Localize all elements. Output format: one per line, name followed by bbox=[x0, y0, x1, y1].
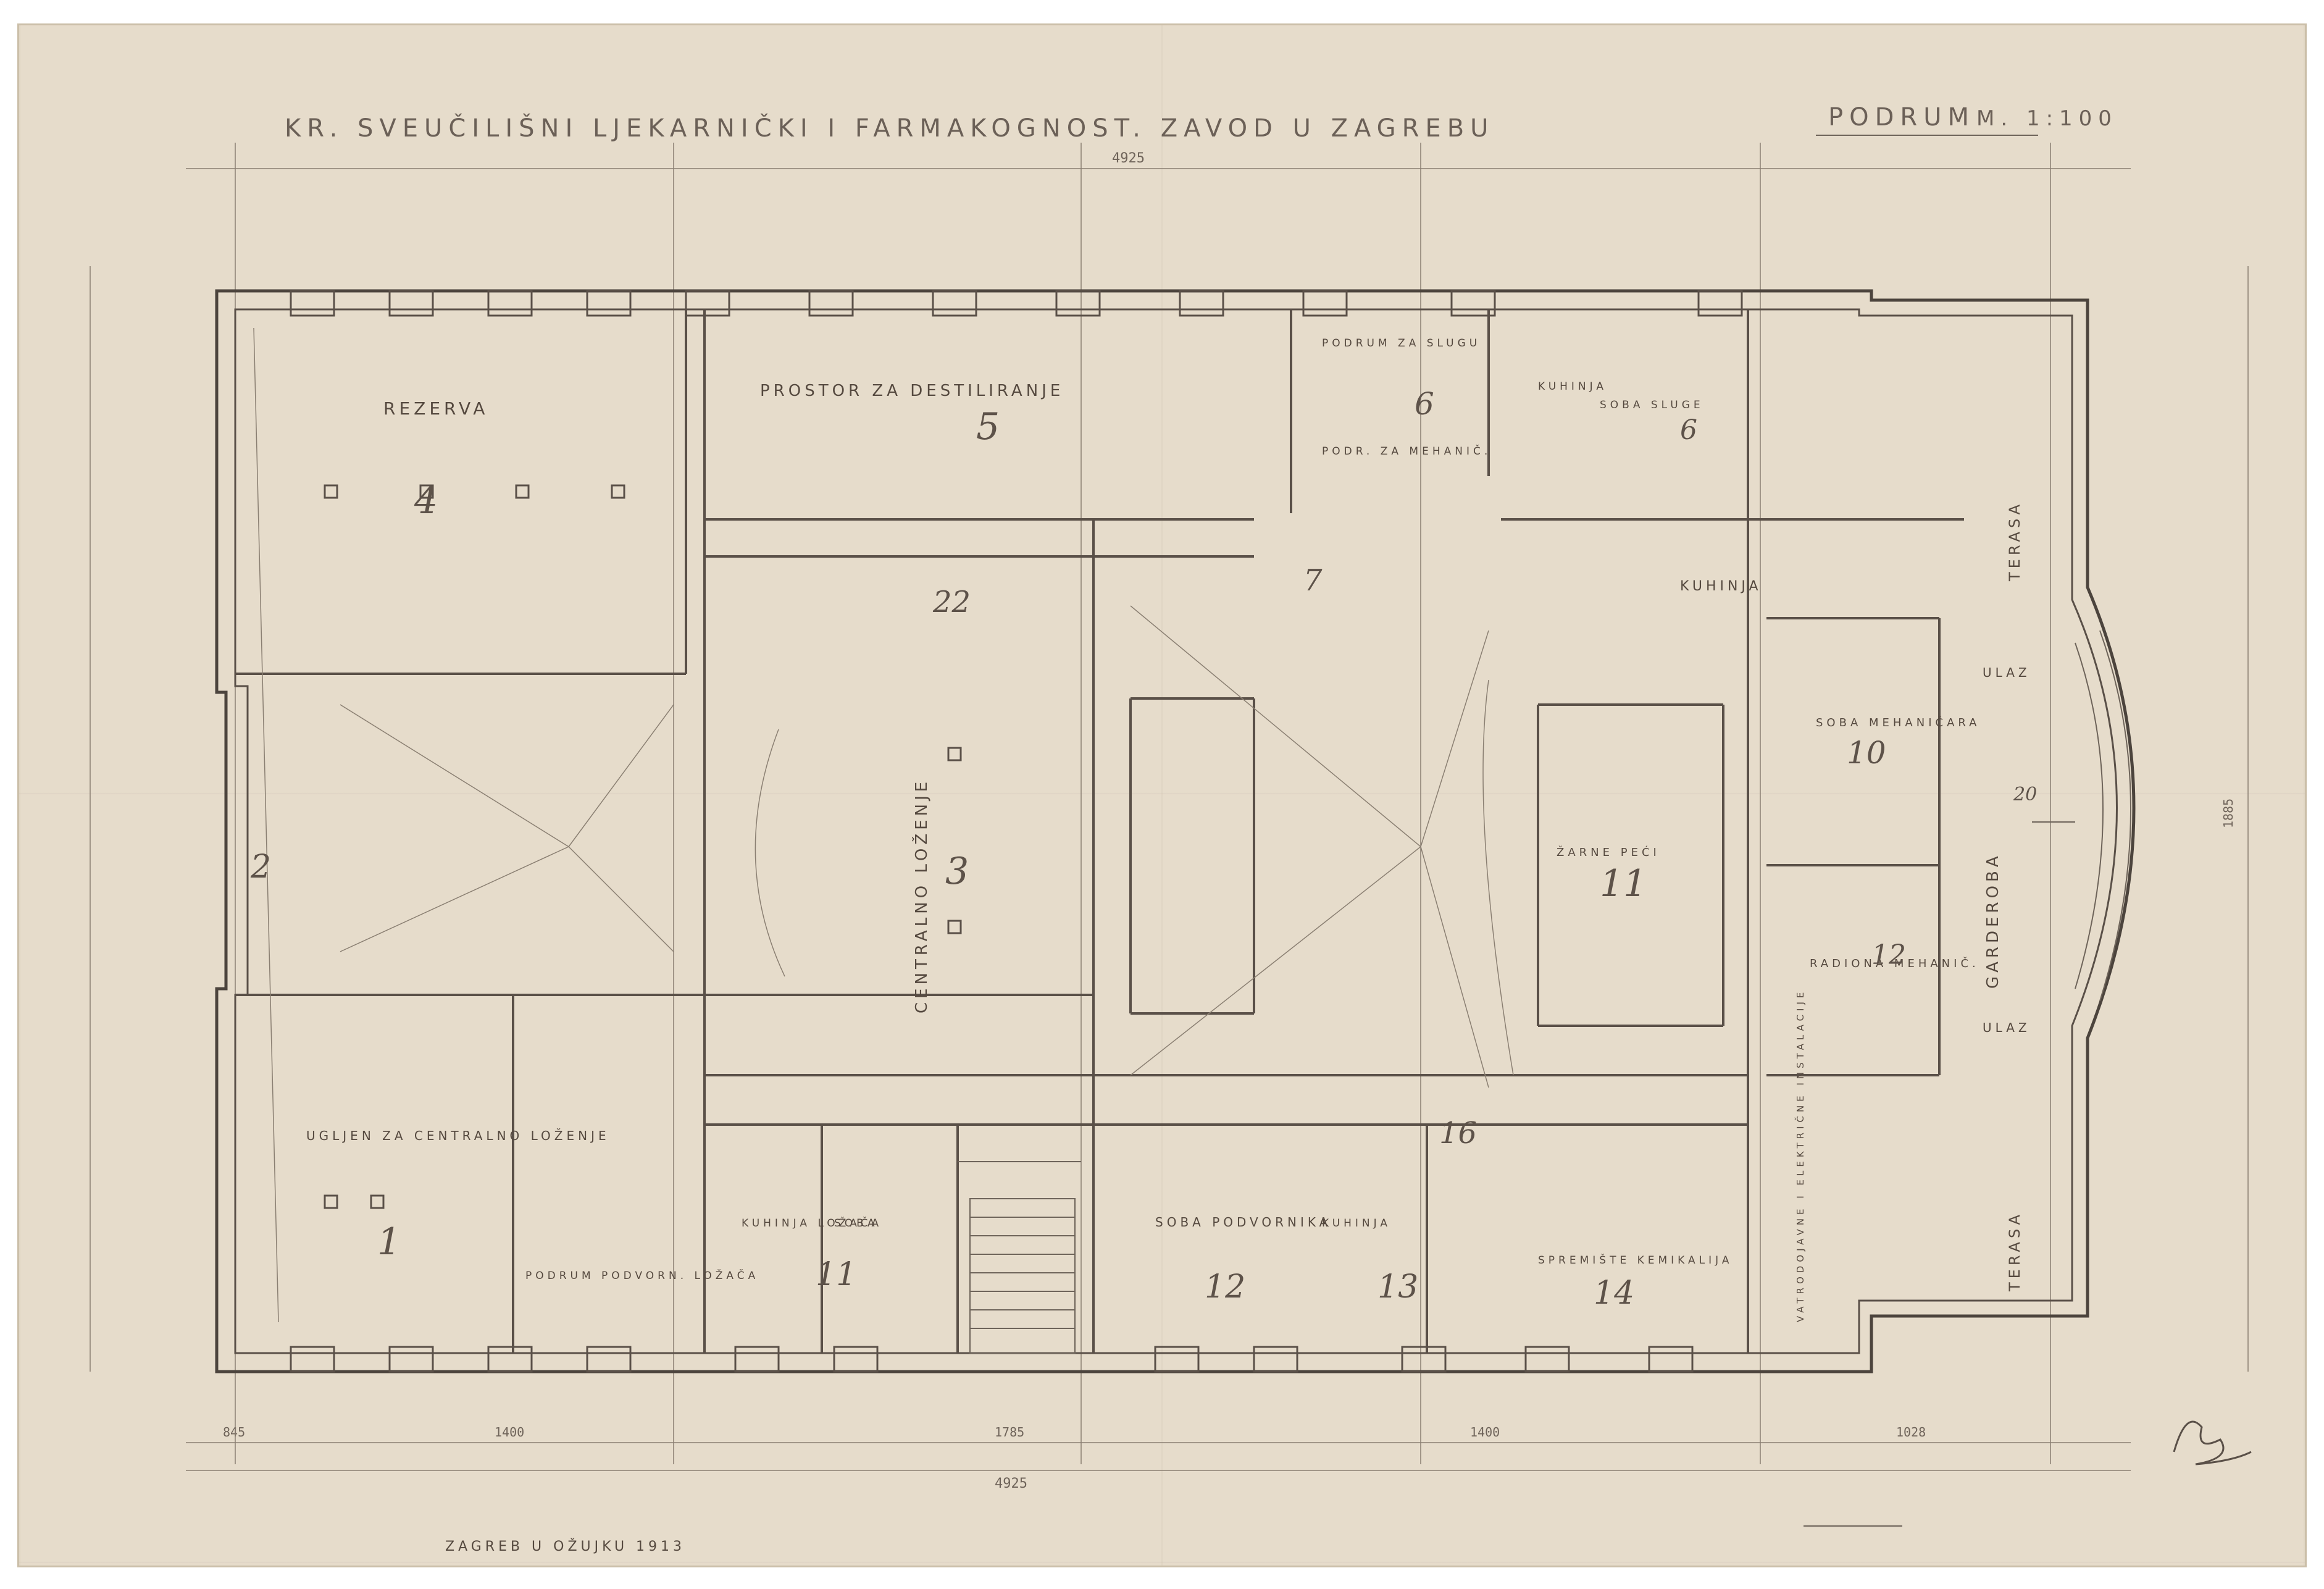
grid-lines bbox=[235, 143, 2051, 1464]
court-number: 2 bbox=[250, 849, 271, 886]
room-soba-mehanicara: SOBA MEHANIČARA bbox=[1816, 716, 1980, 729]
room-destiliranje-number: 5 bbox=[976, 405, 1000, 448]
room-labels: REZERVA 4 PROSTOR ZA DESTILIRANJE 5 PODR… bbox=[250, 337, 2037, 1322]
columns bbox=[324, 484, 962, 1209]
room-destiliranje: PROSTOR ZA DESTILIRANJE bbox=[760, 382, 1064, 400]
room-podrum-lozaca: PODRUM PODVORN. LOŽAČA bbox=[525, 1268, 759, 1282]
room-centralno-lozenje: CENTRALNO LOŽENJE bbox=[911, 778, 931, 1013]
top-dimension: 4925 bbox=[1112, 151, 1145, 166]
room-ulaz-top: ULAZ bbox=[1983, 665, 2031, 680]
room-soba-mehanicara-number: 10 bbox=[1847, 735, 1886, 771]
room-soba-lozaca: SOBA bbox=[834, 1217, 878, 1230]
room-radiona-number: 12 bbox=[1871, 939, 1906, 971]
bottom-seg-5: 1028 bbox=[1896, 1425, 1926, 1440]
sheet-label: PODRUM bbox=[1828, 103, 1975, 132]
scale-label: M. 1:100 bbox=[1976, 106, 2118, 131]
room-podrum-sluge-number: 6 bbox=[1415, 386, 1434, 422]
room-terasa-top: TERASA bbox=[2006, 501, 2023, 582]
room-garderoba: GARDEROBA bbox=[1984, 852, 2002, 989]
room-soba-podvornika: SOBA PODVORNIKA bbox=[1155, 1215, 1331, 1230]
room-ugljen-number: 1 bbox=[377, 1220, 401, 1264]
bottom-seg-4: 1400 bbox=[1470, 1425, 1500, 1440]
room-soba-podvornika-number: 12 bbox=[1205, 1268, 1245, 1306]
room-vatrodojavne: VATRODOJAVNE I ELEKTRIČNE INSTALACIJE bbox=[1794, 989, 1806, 1322]
place-date: ZAGREB U OŽUJKU 1913 bbox=[445, 1538, 685, 1554]
bottom-seg-2: 1400 bbox=[495, 1425, 524, 1440]
room-ulaz-bottom: ULAZ bbox=[1983, 1020, 2031, 1035]
floor-plan: KR. SVEUČILIŠNI LJEKARNIČKI I FARMAKOGNO… bbox=[90, 103, 2252, 1554]
corridor-number: 7 bbox=[1303, 563, 1323, 598]
room-soba-sluge: SOBA SLUGE bbox=[1600, 399, 1704, 411]
room-spremiste-number: 14 bbox=[1594, 1275, 1634, 1312]
bottom-piers bbox=[290, 1346, 1694, 1373]
room-radiona: RADIONA MEHANIČ. bbox=[1810, 957, 1979, 970]
drawing-title: KR. SVEUČILIŠNI LJEKARNIČKI I FARMAKOGNO… bbox=[285, 113, 1494, 143]
interior-walls bbox=[235, 309, 1964, 1353]
right-dimension: 1885 bbox=[2221, 799, 2236, 828]
bottom-dimension-total: 4925 bbox=[995, 1476, 1027, 1491]
drawing-sheet: KR. SVEUČILIŠNI LJEKARNIČKI I FARMAKOGNO… bbox=[17, 23, 2307, 1567]
room-kuhinja-sluge: KUHINJA bbox=[1538, 380, 1607, 393]
corridor-low-number: 16 bbox=[1439, 1116, 1477, 1151]
top-piers bbox=[290, 290, 1743, 317]
room-spremiste: SPREMIŠTE KEMIKALIJA bbox=[1538, 1253, 1733, 1267]
room-kuhinja-podvornika-number: 13 bbox=[1377, 1268, 1418, 1306]
room-podrum-sluge: PODRUM ZA SLUGU bbox=[1322, 337, 1481, 350]
room-ugljen: UGLJEN ZA CENTRALNO LOŽENJE bbox=[306, 1128, 610, 1143]
room-rezerva: REZERVA bbox=[383, 398, 488, 419]
room-rezerva-number: 4 bbox=[414, 479, 438, 522]
room-soba-lozaca-number: 11 bbox=[816, 1256, 856, 1293]
room-podrum-mehanicara: PODR. ZA MEHANIČ. bbox=[1322, 444, 1491, 458]
signature bbox=[2173, 1420, 2252, 1465]
room-kuhinja-podvornika: KUHINJA bbox=[1322, 1217, 1391, 1230]
staircase-right bbox=[2032, 630, 2131, 1002]
room-zarne-peci-number: 11 bbox=[1600, 862, 1647, 905]
room-soba-sluge-number: 6 bbox=[1680, 414, 1697, 446]
room-kuhinja-lozaca: KUHINJA LOŽAČA bbox=[742, 1216, 882, 1230]
bottom-seg-1: 845 bbox=[223, 1425, 245, 1440]
inner-wall-line bbox=[234, 308, 2118, 1354]
room-centralno-lozenje-number: 3 bbox=[945, 850, 969, 893]
staircase-bottom bbox=[958, 1161, 1081, 1354]
bottom-seg-3: 1785 bbox=[995, 1425, 1024, 1440]
outer-wall bbox=[215, 289, 2136, 1373]
room-terasa-bottom: TERASA bbox=[2006, 1211, 2023, 1292]
room-garderoba-number: 20 bbox=[2013, 784, 2037, 805]
courtyard-lines bbox=[253, 327, 1514, 1323]
hall-number: 22 bbox=[932, 585, 971, 619]
room-zarne-peci: ŽARNE PEĆI bbox=[1557, 845, 1660, 859]
room-kuhinja-upper: KUHINJA bbox=[1680, 579, 1762, 594]
